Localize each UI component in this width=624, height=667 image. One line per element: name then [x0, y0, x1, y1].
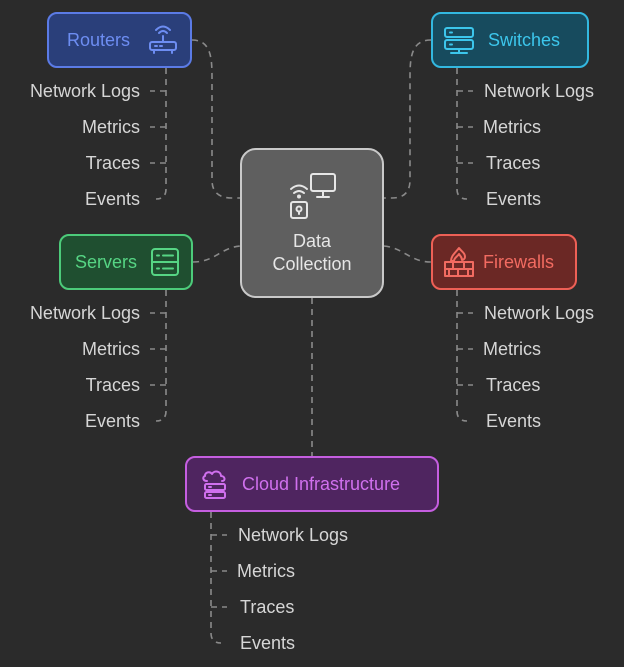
leaf-cloud-traces: Traces: [240, 597, 295, 617]
node-routers-label: Routers: [67, 29, 131, 50]
leaf-servers-traces: Traces: [85, 375, 140, 395]
leaf-cloud-metrics: Metrics: [237, 561, 295, 581]
leaf-firewalls-network-logs: Network Logs: [484, 303, 595, 323]
leaf-routers-network-logs: Network Logs: [29, 81, 140, 101]
bracket-cloud-trunk: [210, 512, 222, 644]
bracket-routers-trunk: [155, 68, 167, 200]
center-node-data-collection[interactable]: Data Collection: [240, 148, 384, 298]
leaf-firewalls-traces: Traces: [486, 375, 541, 395]
leaf-servers-events: Events: [84, 411, 140, 431]
connector-center-switches: [384, 39, 432, 199]
node-switches-label: Switches: [488, 29, 561, 50]
connector-center-routers: [191, 39, 240, 199]
center-label-line1: Data: [292, 231, 332, 251]
cloud-server-icon: [202, 470, 226, 499]
node-cloud-infrastructure[interactable]: Cloud Infrastructure: [185, 456, 439, 512]
wifi-lock-monitor-icon: [290, 173, 336, 219]
firewall-icon: [444, 247, 474, 277]
leaf-switches-metrics: Metrics: [483, 117, 541, 137]
leaf-switches-traces: Traces: [486, 153, 541, 173]
leaf-routers-metrics: Metrics: [82, 117, 140, 137]
node-routers[interactable]: Routers: [47, 12, 192, 68]
bracket-servers-trunk: [155, 290, 167, 422]
leaf-switches-events: Events: [486, 189, 542, 209]
node-cloud-label: Cloud Infrastructure: [242, 473, 401, 494]
router-icon: [149, 25, 177, 54]
connector-center-firewalls: [383, 245, 432, 263]
leaf-routers-traces: Traces: [85, 153, 140, 173]
leaf-firewalls-events: Events: [486, 411, 542, 431]
leaf-cloud-network-logs: Network Logs: [238, 525, 349, 545]
bracket-firewalls-trunk: [456, 290, 468, 422]
connector-center-servers: [192, 245, 241, 263]
node-firewalls-label: Firewalls: [483, 251, 555, 272]
node-servers-label: Servers: [75, 251, 138, 272]
leaf-servers-metrics: Metrics: [82, 339, 140, 359]
server-rack-icon: [444, 27, 474, 54]
node-servers[interactable]: Servers: [59, 234, 193, 290]
node-switches[interactable]: Switches: [431, 12, 589, 68]
leaf-servers-network-logs: Network Logs: [29, 303, 140, 323]
center-label-line2: Collection: [272, 254, 352, 274]
leaf-cloud-events: Events: [240, 633, 296, 653]
node-firewalls[interactable]: Firewalls: [431, 234, 577, 290]
leaf-routers-events: Events: [84, 189, 140, 209]
leaf-firewalls-metrics: Metrics: [483, 339, 541, 359]
bracket-switches-trunk: [456, 68, 468, 200]
leaf-switches-network-logs: Network Logs: [484, 81, 595, 101]
server-list-icon: [151, 248, 179, 276]
